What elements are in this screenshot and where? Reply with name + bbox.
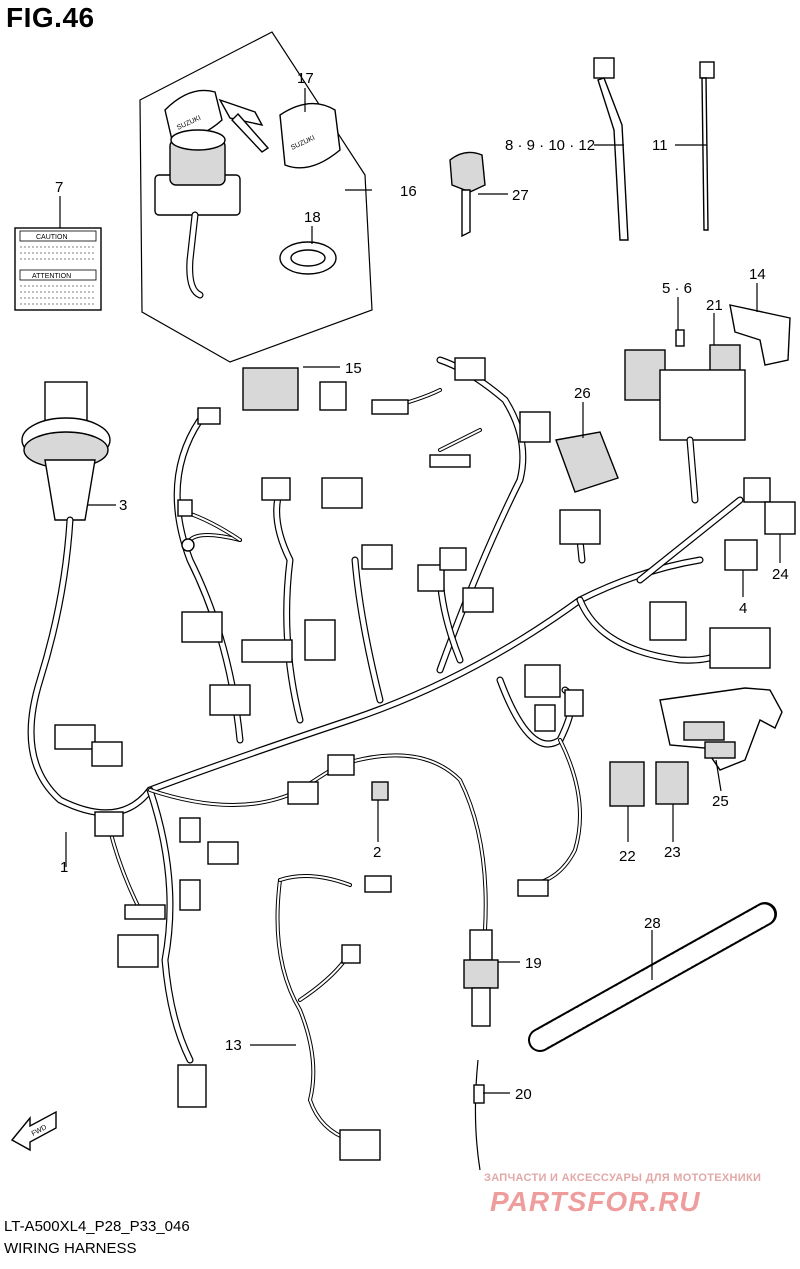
- control-module-part: [555, 431, 619, 493]
- callout-13: 13: [225, 1037, 242, 1054]
- thin-wires: [108, 388, 582, 1142]
- callout-7: 7: [55, 179, 63, 196]
- main-grommet-part: [21, 381, 111, 521]
- bracket-part: [729, 304, 791, 366]
- fuse-part: [675, 329, 685, 347]
- ignition-switch-body: [154, 129, 241, 299]
- leader-lines: [59, 88, 781, 1094]
- callout-23: 23: [664, 844, 681, 861]
- callout-8-9-10-12: 8 · 9 · 10 · 12: [505, 137, 595, 154]
- callout-24: 24: [772, 566, 789, 583]
- callout-16: 16: [400, 183, 417, 200]
- connector-cap-part-a: [609, 761, 645, 807]
- figure-code: LT-A500XL4_P28_P33_046: [4, 1218, 190, 1235]
- callout-4: 4: [739, 600, 747, 617]
- callout-3: 3: [119, 497, 127, 514]
- callout-22: 22: [619, 848, 636, 865]
- ignition-switch-group: SUZUKI SUZUKI: [139, 31, 373, 363]
- callout-21: 21: [706, 297, 723, 314]
- callout-27: 27: [512, 187, 529, 204]
- callout-25: 25: [712, 793, 729, 810]
- fwd-arrow: FWD: [10, 1110, 57, 1152]
- callout-2: 2: [373, 844, 381, 861]
- callout-19: 19: [525, 955, 542, 972]
- key-blank-part: [449, 151, 486, 238]
- ignition-cover-part: SUZUKI: [279, 102, 341, 169]
- lock-ring-part: [279, 241, 337, 275]
- callout-17: 17: [297, 70, 314, 87]
- fuse-box-part: [624, 349, 746, 504]
- ignition-key-part: SUZUKI: [164, 89, 270, 153]
- callout-18: 18: [304, 209, 321, 226]
- callout-11: 11: [652, 137, 668, 154]
- callout-28: 28: [644, 915, 661, 932]
- watermark-logo: PARTSFOR.RU: [490, 1186, 701, 1217]
- clip-part: [473, 1059, 485, 1171]
- mounting-plate-part: [659, 687, 783, 771]
- caution-text: CAUTION: [36, 234, 68, 241]
- connector-cap-part-b: [655, 761, 689, 805]
- callout-numbers: 1 2 3 4 5 · 6 7 8 · 9 · 10 · 12 11 13 14…: [55, 70, 789, 1103]
- callout-1: 1: [60, 859, 68, 876]
- callout-5-6: 5 · 6: [662, 280, 692, 297]
- harness-connectors: [54, 357, 796, 1161]
- figure-title: FIG.46: [6, 2, 95, 33]
- attention-text: ATTENTION: [32, 273, 71, 280]
- callout-20: 20: [515, 1086, 532, 1103]
- cable-tie-part: [593, 57, 629, 241]
- watermark-tagline: ЗАПЧАСТИ И АКСЕССУАРЫ ДЛЯ МОТОТЕХНИКИ: [484, 1172, 762, 1184]
- oxygen-sensor-part: [463, 929, 499, 1027]
- callout-26: 26: [574, 385, 591, 402]
- figure-name: WIRING HARNESS: [4, 1240, 137, 1257]
- callout-14: 14: [749, 266, 766, 283]
- callout-15: 15: [345, 360, 362, 377]
- cable-tie-small-part: [699, 61, 715, 231]
- caution-label-part: CAUTION ATTENTION: [14, 227, 102, 311]
